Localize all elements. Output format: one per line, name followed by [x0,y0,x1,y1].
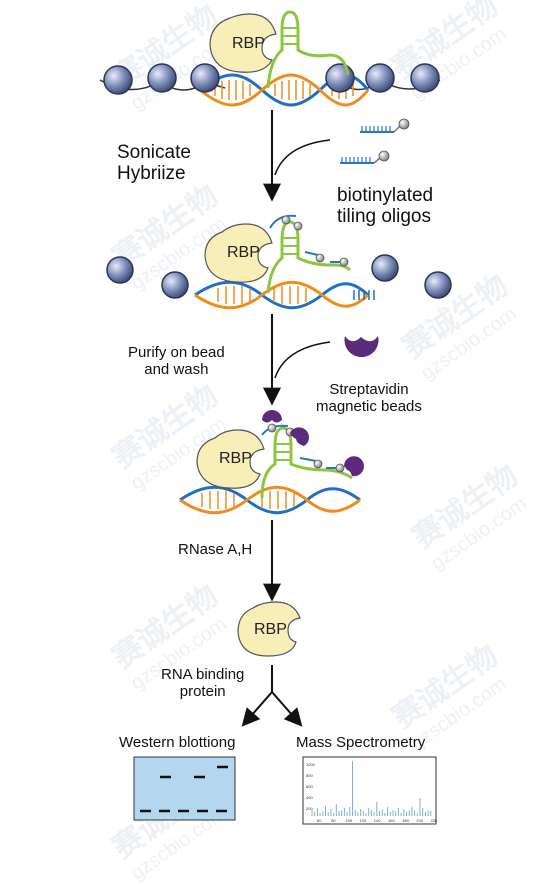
mass-spectrum-panel: 1000 800 600 400 200 60 80 100 120 140 160 180 200 2… [302,756,438,825]
streptavidin-bead-icon [262,410,282,423]
merge-arrow [274,139,331,176]
stage3-bead-captured-complex: RBP [179,410,364,515]
y-tick-label: 1000 [306,762,316,767]
stage4-rbp: RBP [237,601,301,657]
nucleosome-icon [161,271,189,299]
western-blot-panel [133,756,236,821]
nucleosome-icon [410,63,440,93]
rbp-label: RBP [219,450,252,467]
biotinylated-oligos-icon [340,118,410,164]
rbp-protein-icon [196,429,265,489]
x-tick-label: 60 [317,818,322,823]
branch-arrow-left [241,691,273,727]
stage1-chromatin: RBP [99,10,441,107]
rbp-label: RBP [232,35,265,52]
nucleosome-icon [106,256,134,284]
y-tick-label: 800 [306,773,313,778]
nucleosome-icon [325,63,355,93]
western-blot-label: Western blottiong [119,734,236,751]
rbp-protein-icon [204,223,273,283]
nucleosome-icon [190,63,220,93]
x-tick-label: 120 [360,818,367,823]
y-tick-label: 400 [306,795,313,800]
nucleosome-icon [371,254,399,282]
x-tick-label: 220 [431,818,438,823]
mass-spec-label: Mass Spectrometry [296,734,426,751]
rna-strand [266,30,350,89]
diagram-canvas: RBP [99,10,452,825]
x-tick-label: 200 [416,818,423,823]
x-tick-label: 100 [345,818,352,823]
stage2-hybridized-complex: RBP [106,214,452,310]
rbp-protein-icon [237,601,301,657]
y-tick-label: 600 [306,784,313,789]
nucleosome-icon [424,271,452,299]
x-tick-label: 140 [374,818,381,823]
rbp-label: RBP [254,621,287,638]
y-tick-label: 200 [306,806,313,811]
rbp-label: RBP [227,244,260,261]
x-tick-label: 160 [388,818,395,823]
nucleosome-icon [147,63,177,93]
nucleosome-icon [365,63,395,93]
step3-label: RNase A,H [178,541,253,558]
streptavidin-bead-icon [344,336,379,358]
x-tick-label: 180 [402,818,409,823]
streptavidin-bead-icon [290,427,310,446]
dna-strand-orange [199,73,370,107]
branch-arrow-right [271,691,303,727]
streptavidin-bead-icon [344,456,364,477]
rbp-protein-icon [209,13,277,73]
x-tick-label: 80 [331,818,336,823]
nucleosome-icon [103,65,133,95]
merge-arrow [274,341,331,379]
